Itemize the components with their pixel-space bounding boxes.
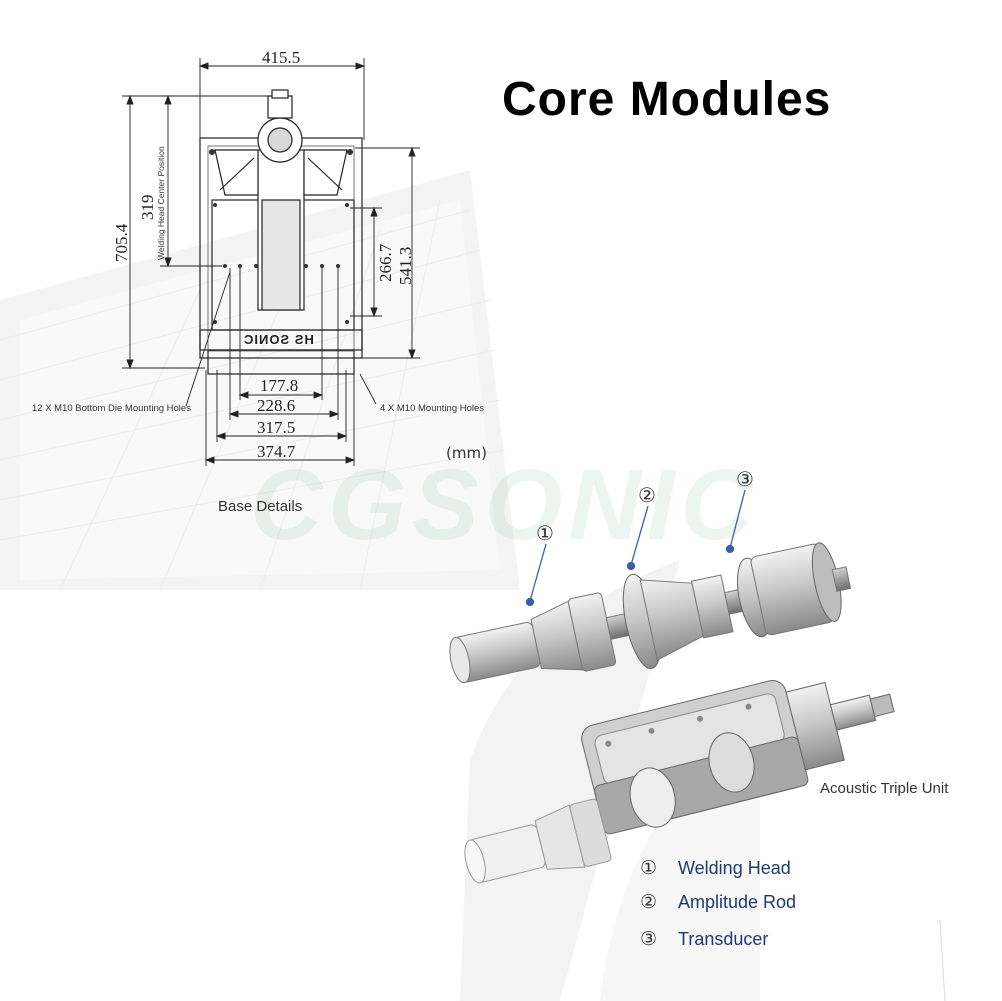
legend-item-welding-head: ① Welding Head [640, 855, 791, 881]
housing [581, 680, 895, 835]
base-details-caption: Base Details [218, 498, 303, 515]
watermark: CGSONIC [250, 449, 759, 561]
dim-width-317: 317.5 [257, 418, 296, 437]
legend-item-transducer: ③ Transducer [640, 926, 768, 952]
dim-width-228: 228.6 [257, 396, 296, 415]
callout-1: ① [536, 521, 554, 545]
page-title: Core Modules [502, 73, 832, 126]
mounting-holes-label: 4 X M10 Mounting Holes [380, 403, 485, 414]
legend-label: Amplitude Rod [678, 891, 797, 912]
legend-item-amplitude-rod: ② Amplitude Rod [640, 889, 796, 915]
legend-num: ③ [640, 928, 658, 950]
callout-3: ③ [736, 467, 754, 491]
legend-num: ② [640, 891, 658, 913]
legend-label: Welding Head [678, 857, 791, 878]
dim-width-177: 177.8 [260, 376, 299, 395]
exploded-assembly [449, 542, 852, 684]
legend-num: ① [640, 857, 658, 879]
acoustic-unit-caption: Acoustic Triple Unit [820, 780, 949, 797]
dim-width-374: 374.7 [257, 442, 296, 461]
legend-label: Transducer [678, 928, 769, 949]
bottom-die-holes-label: 12 X M10 Bottom Die Mounting Holes [32, 403, 191, 414]
callout-2: ② [638, 483, 656, 507]
dim-overall-width: 415.5 [262, 48, 301, 67]
unit-label: (mm) [446, 444, 487, 462]
